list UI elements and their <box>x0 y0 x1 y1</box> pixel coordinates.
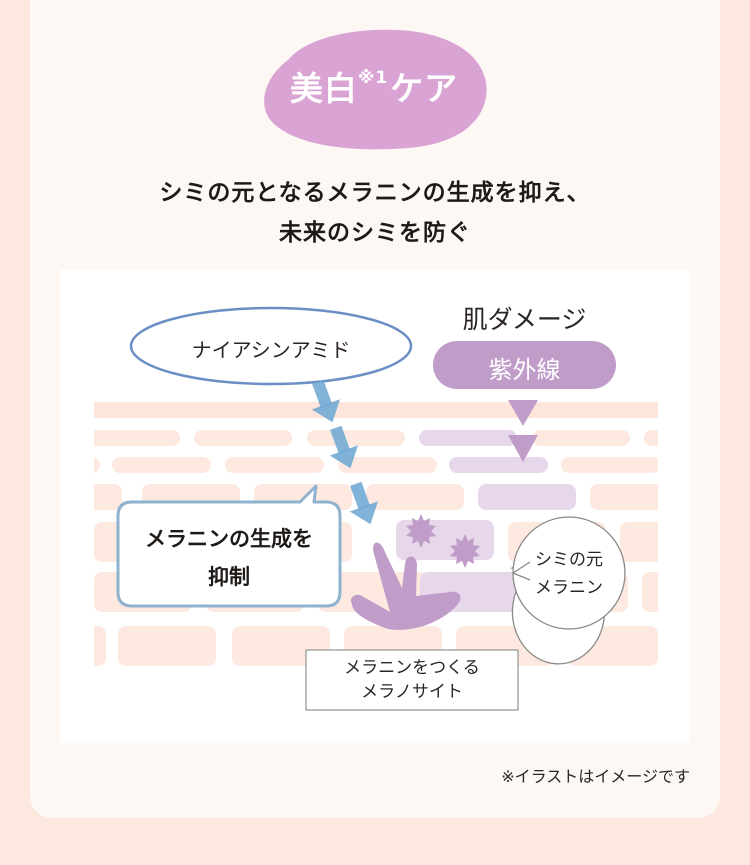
headline: シミの元となるメラニンの生成を抑え、 未来のシミを防ぐ <box>0 173 750 253</box>
suppress-label: メラニンの生成を 抑制 <box>145 527 313 589</box>
melanin-granules <box>406 514 480 568</box>
headline-line-1: シミの元となるメラニンの生成を抑え、 <box>159 180 591 206</box>
ingredient-flow-arrows <box>311 379 379 525</box>
melanocyte-label-box <box>305 649 519 711</box>
ingredient-label: ナイアシンアミド <box>191 338 351 362</box>
ingredient-ellipse <box>129 306 413 386</box>
melanocyte-shape <box>350 542 461 630</box>
uv-label: 紫外線 <box>488 356 561 384</box>
melanin-label: シミの元 メラニン <box>535 550 603 598</box>
brush-blob-shape <box>264 29 487 150</box>
melanin-illustration: ナイアシンアミド 肌ダメージ 紫外線 メラニンの生成を 抑制 シミの元 メラニン… <box>60 270 690 743</box>
skin-layer-diagram <box>94 306 658 711</box>
melanocyte-label: メラニンをつくる メラノサイト <box>344 658 480 702</box>
illustration-footnote: ※イラストはイメージです <box>501 767 690 786</box>
uv-pill <box>433 341 616 389</box>
uv-arrow-1 <box>508 400 538 426</box>
headline-line-2: 未来のシミを防ぐ <box>279 220 471 246</box>
skin-damage-title: 肌ダメージ <box>462 305 587 334</box>
uv-arrow-2 <box>508 435 538 462</box>
suppress-bubble-shape <box>116 484 342 608</box>
